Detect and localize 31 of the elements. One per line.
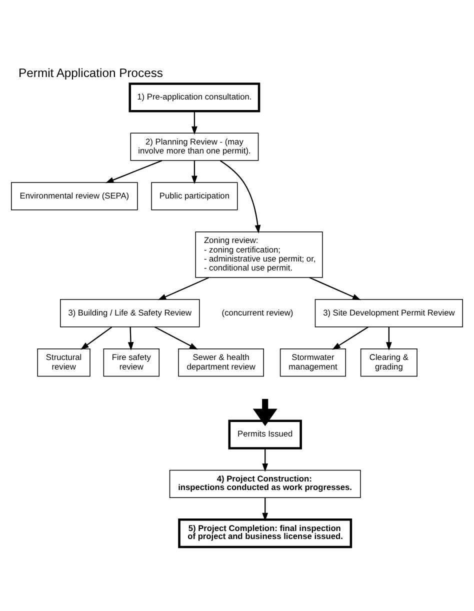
arrow: [386, 327, 392, 350]
node-box: Fire safety review: [103, 348, 160, 377]
node-box: Structural review: [37, 348, 90, 377]
node-box: 5) Project Completion: final inspection of project and business license issued.: [178, 518, 352, 548]
node-box: Clearing & grading: [360, 348, 418, 377]
arrow: [80, 326, 112, 350]
node-box: Public participation: [151, 182, 238, 210]
arrow: [192, 111, 198, 135]
arrow: [105, 160, 162, 184]
arrow: [154, 326, 198, 350]
node-box: 1) Pre-application consultation.: [128, 82, 260, 112]
node-box: 3) Building / Life & Safety Review: [60, 299, 200, 328]
arrow: [332, 326, 369, 350]
arrow: [192, 160, 198, 184]
node-box: Permits Issued: [228, 420, 302, 450]
arrow: [220, 160, 261, 234]
node-box: 3) Site Development Permit Review: [314, 299, 463, 328]
arrow: [158, 277, 209, 300]
arrow: [252, 398, 278, 426]
node-box: 2) Planning Review - (may involve more than one permit).: [130, 132, 259, 161]
node-box: Stormwater management: [280, 348, 346, 377]
arrow: [262, 448, 268, 472]
diagram-title: Permit Application Process: [18, 66, 163, 80]
node-box: Sewer & health department review: [178, 348, 264, 377]
node-box: Environmental review (SEPA): [11, 182, 138, 210]
label: (concurrent review): [222, 307, 294, 318]
arrow: [309, 277, 361, 300]
node-box: Zoning review: - zoning certification; - administrative use permit; or, - conditional use permit.: [195, 232, 323, 278]
arrow: [262, 498, 268, 522]
arrow: [128, 327, 134, 350]
node-box: 4) Project Construction: inspections conducted as work progresses.: [169, 470, 361, 498]
